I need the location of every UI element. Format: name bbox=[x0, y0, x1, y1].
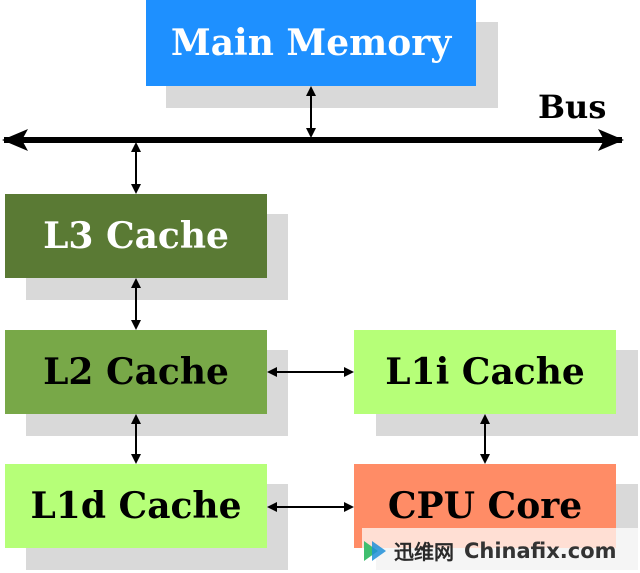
l1d-cache-box: L1d Cache bbox=[5, 464, 267, 548]
chinafix-logo-icon bbox=[362, 528, 388, 573]
l1i-cache-label: L1i Cache bbox=[385, 351, 585, 393]
watermark-cn-text: 迅维网 bbox=[394, 540, 454, 564]
l3-cache-label: L3 Cache bbox=[43, 215, 229, 257]
l1i-cache-box: L1i Cache bbox=[354, 330, 616, 414]
l2-cache-box: L2 Cache bbox=[5, 330, 267, 414]
watermark-en-text: Chinafix.com bbox=[464, 538, 617, 563]
main-memory-box: Main Memory bbox=[146, 0, 476, 86]
l1d-cache-label: L1d Cache bbox=[30, 485, 242, 527]
l2-cache-label: L2 Cache bbox=[43, 351, 229, 393]
cpu-core-label: CPU Core bbox=[387, 485, 583, 527]
main-memory-label: Main Memory bbox=[170, 22, 452, 64]
watermark: 迅维网 Chinafix.com bbox=[362, 528, 640, 573]
l3-cache-box: L3 Cache bbox=[5, 194, 267, 278]
bus-label: Bus bbox=[538, 88, 607, 126]
